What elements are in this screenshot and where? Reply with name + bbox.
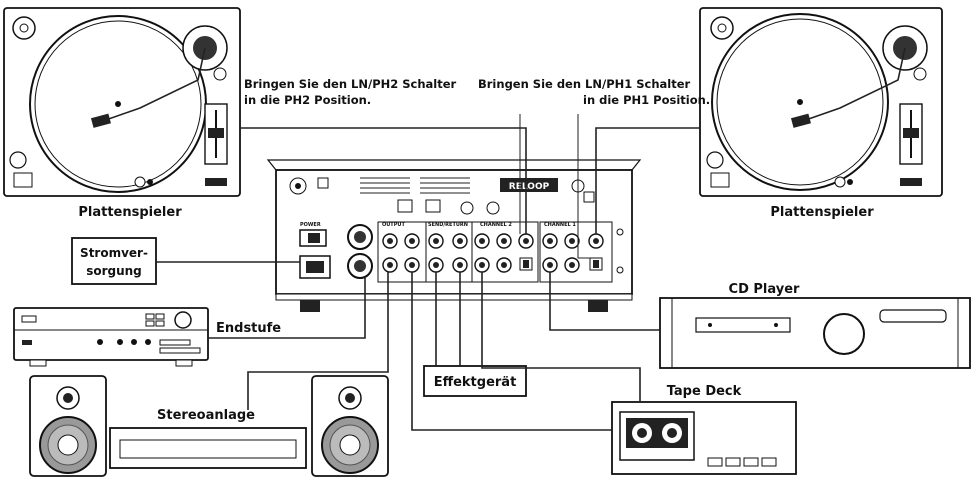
note-ph2-line1: Bringen Sie den LN/PH2 Schalter [244, 77, 457, 91]
turntable-right [699, 7, 943, 197]
amplifier [13, 307, 209, 367]
cd-player-label: CD Player [729, 282, 801, 297]
speed-knob-icon [12, 16, 36, 40]
cable-amplifier [208, 278, 366, 339]
mixer-rear-panel: RELOOP POWER OUTPUT SEND/RETURN CHANNEL … [266, 159, 642, 312]
pitch-fader-icon [899, 103, 923, 186]
cd-player [659, 297, 971, 369]
send-return-section-label: SEND/RETURN [428, 222, 468, 228]
stereo-label: Stereoanlage [157, 408, 255, 423]
cable-stereo [247, 272, 389, 410]
tonearm-icon [90, 25, 228, 128]
turntable-right-label: Plattenspieler [770, 205, 874, 220]
output-section-label: OUTPUT [382, 222, 405, 228]
speaker-right [311, 375, 389, 477]
turntable-left [3, 7, 241, 197]
stereo-unit [109, 427, 307, 469]
effects-unit-label: Effektgerät [434, 375, 517, 390]
speed-knob-icon [710, 16, 734, 40]
effects-unit-box [423, 365, 527, 397]
note-ph1-line2: in die PH1 Position. [583, 93, 710, 107]
channel-2-section-label: CHANNEL 2 [480, 222, 512, 228]
pointer-ph1 [577, 114, 590, 259]
channel-1-section-label: CHANNEL 1 [544, 222, 576, 228]
power-supply-box [71, 237, 157, 285]
cable-turntable-right [595, 127, 700, 234]
pitch-fader-icon [204, 103, 228, 186]
tonearm-icon [790, 25, 928, 128]
turntable-left-label: Plattenspieler [78, 205, 182, 220]
amplifier-label: Endstufe [216, 321, 281, 336]
cable-turntable-left [240, 127, 527, 234]
note-ph1-line1: Bringen Sie den LN/PH1 Schalter [478, 77, 691, 91]
power-supply-label-line2: sorgung [86, 264, 142, 278]
cable-tape-play [481, 272, 641, 402]
tape-deck [611, 401, 797, 475]
cables [156, 114, 700, 431]
cable-cd-player [549, 272, 660, 331]
note-ph2-line2: in die PH2 Position. [244, 93, 371, 107]
power-supply-label-line1: Stromver- [80, 246, 148, 260]
mixer-brand-label: RELOOP [509, 182, 550, 192]
power-switch-label: POWER [300, 222, 321, 228]
speaker-left [29, 375, 107, 477]
cable-tape-rec [411, 272, 612, 431]
tape-deck-label: Tape Deck [667, 384, 742, 399]
